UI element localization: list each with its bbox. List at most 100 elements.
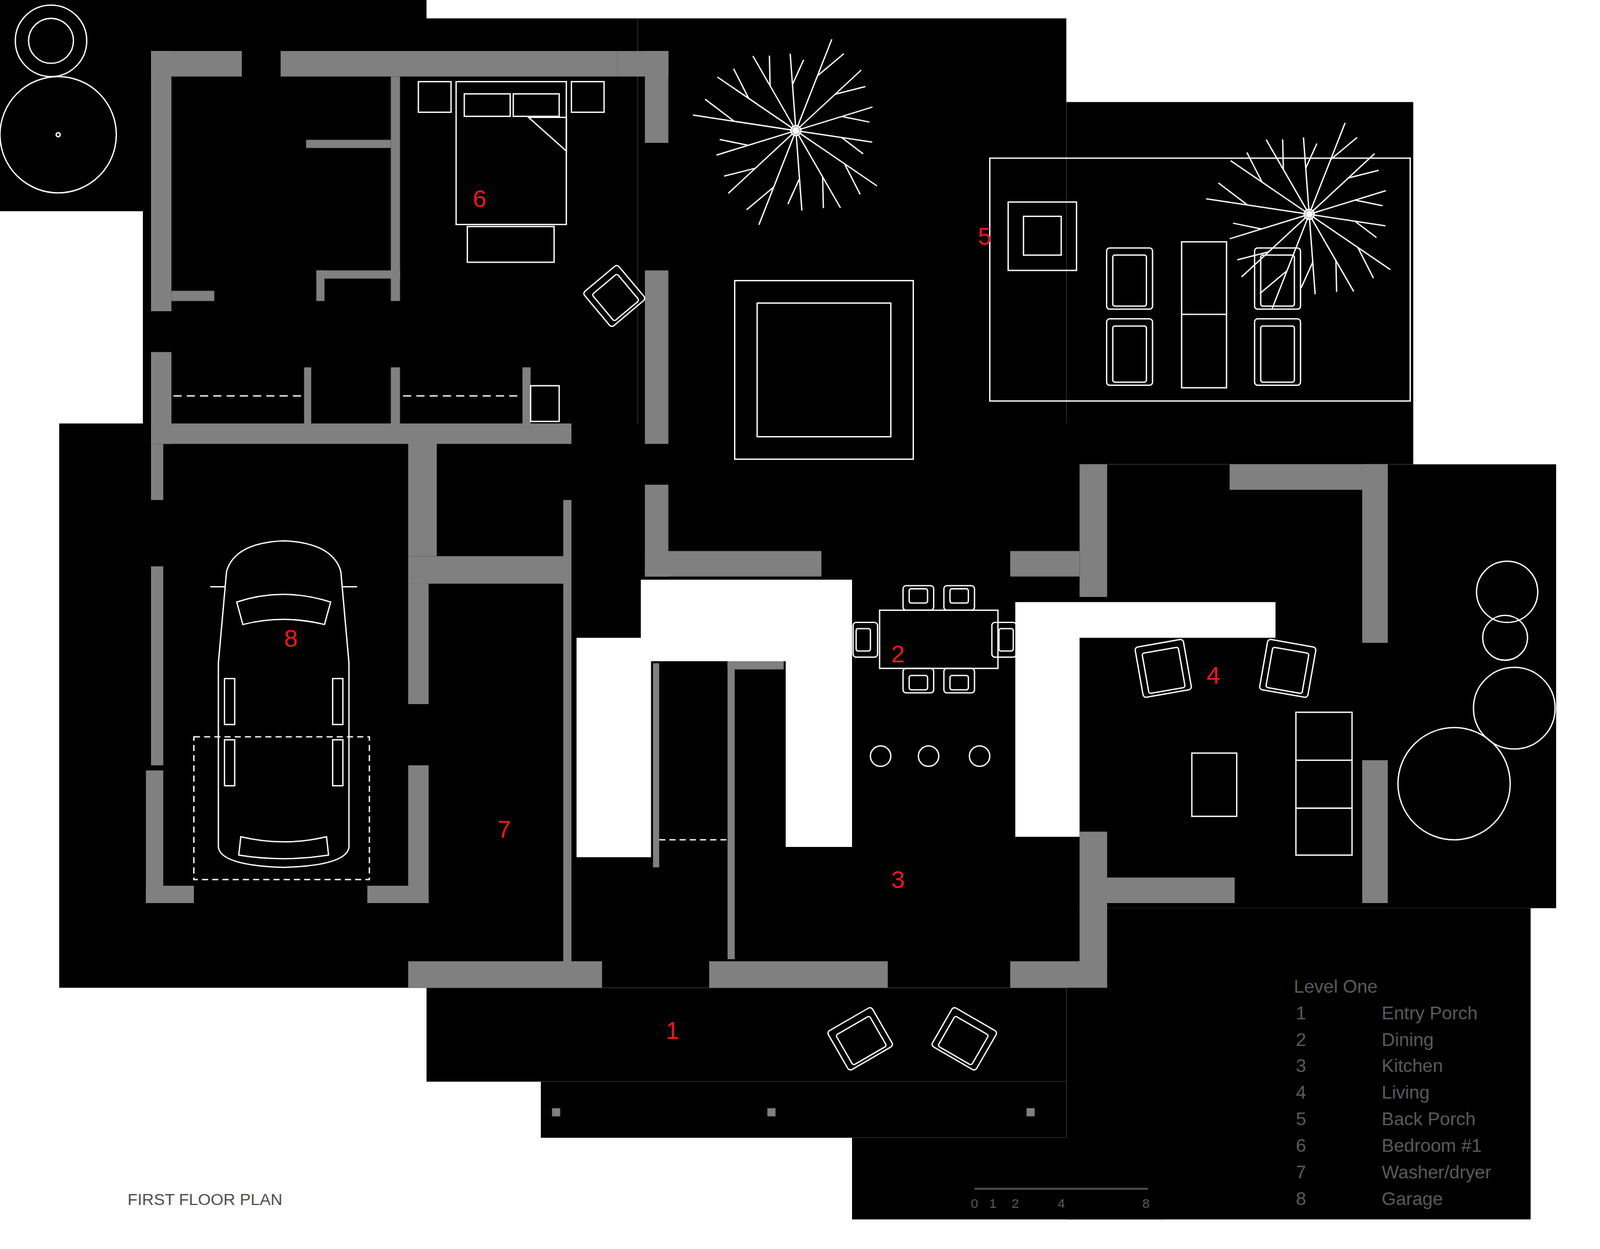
mirror <box>209 585 225 588</box>
callout-number: 7 <box>497 817 512 842</box>
shrub <box>1398 727 1511 840</box>
court-void <box>1015 602 1276 838</box>
chair-symbol <box>944 585 975 610</box>
side-window <box>224 739 235 786</box>
tree-trunk <box>790 125 802 136</box>
porch-posts <box>551 1108 1035 1117</box>
wall <box>408 428 437 556</box>
wall <box>644 551 822 577</box>
tree-branch <box>1309 214 1391 270</box>
sofa <box>1295 712 1352 855</box>
tree-twig <box>1354 220 1377 238</box>
legend-cell: Bedroom #1 <box>1381 1136 1482 1156</box>
wall <box>1009 551 1080 577</box>
tree-twig <box>746 186 774 210</box>
legend-cell: Living <box>1381 1083 1430 1102</box>
chair-frame <box>826 1006 894 1071</box>
wall <box>727 661 735 960</box>
tree-twig <box>787 178 800 205</box>
nightstand <box>571 81 604 113</box>
tree-twig <box>1218 182 1248 205</box>
chair-frame <box>902 585 934 610</box>
tree-twig <box>769 55 770 86</box>
chair-seat <box>1141 647 1186 695</box>
shrub <box>1482 615 1528 661</box>
tree-branch <box>1309 190 1386 215</box>
legend-cell: Dining <box>1381 1030 1434 1050</box>
wall <box>1079 464 1108 597</box>
legend-cell: 3 <box>1295 1057 1307 1076</box>
wall <box>408 961 603 988</box>
tree-twig <box>705 99 735 122</box>
chair-symbol <box>1259 639 1317 699</box>
tree-twig <box>844 163 861 195</box>
wall <box>709 961 888 988</box>
legend-cell: 1 <box>1295 1004 1307 1023</box>
legend-cell: 6 <box>1295 1136 1307 1156</box>
chair-frame <box>853 622 878 658</box>
tree-branch <box>1230 160 1310 215</box>
wall <box>1009 961 1108 988</box>
chair-frame <box>992 622 1017 658</box>
chair-symbol <box>902 585 934 610</box>
coffee-table <box>1191 753 1237 817</box>
fireplace <box>1008 201 1077 271</box>
bed <box>456 81 567 225</box>
tree-twig <box>724 168 756 177</box>
tree-twig <box>841 116 870 123</box>
tree-branch <box>795 39 832 131</box>
car-body <box>218 540 350 868</box>
legend-cell: 2 <box>1295 1030 1307 1050</box>
chair-symbol <box>826 1006 894 1071</box>
tree-twig <box>1330 137 1358 160</box>
cabinet <box>530 385 559 422</box>
tree-branch <box>790 53 796 131</box>
porch-table <box>1181 241 1227 388</box>
rug-inner <box>757 303 891 437</box>
wall <box>150 566 164 766</box>
plan-caption: FIRST FLOOR PLAN <box>127 1191 283 1208</box>
tree-branch <box>1229 214 1310 239</box>
mirror <box>343 585 358 588</box>
bench <box>467 226 555 263</box>
stool <box>870 745 891 766</box>
callout-number: 2 <box>891 642 906 667</box>
wall <box>563 499 572 965</box>
nightstand <box>418 81 451 113</box>
furniture <box>0 5 1555 1071</box>
chair-frame <box>930 1006 998 1071</box>
wall <box>316 270 325 301</box>
chair-symbol <box>902 668 934 693</box>
tree-branch <box>1272 214 1310 309</box>
wall <box>408 765 429 903</box>
scale-line <box>974 1187 1149 1190</box>
tree-branch <box>1206 198 1310 215</box>
wall <box>391 367 401 424</box>
legend-cell: Kitchen <box>1381 1057 1443 1076</box>
tree-twig <box>1357 247 1374 279</box>
tree-twig <box>822 177 824 209</box>
chair-symbol <box>1254 248 1301 310</box>
wall <box>1362 760 1388 903</box>
sofa-cushion <box>1295 807 1352 809</box>
parking-outline <box>193 736 370 880</box>
callout-number: 5 <box>978 224 993 249</box>
ground-block <box>426 987 1067 1082</box>
shrub <box>0 76 117 193</box>
callout-number: 4 <box>1206 663 1221 688</box>
tree-branch <box>1309 214 1315 294</box>
tree-twig <box>1355 200 1384 206</box>
tree-branch <box>753 56 796 131</box>
wall <box>150 443 164 500</box>
wall <box>171 290 215 302</box>
tree-branch <box>1309 214 1386 226</box>
post <box>551 1108 560 1117</box>
scale-number: 0 <box>970 1196 979 1210</box>
rug <box>734 280 914 460</box>
callout-number: 1 <box>665 1018 680 1043</box>
tree-branch <box>728 130 796 194</box>
chair-frame <box>1106 248 1153 310</box>
post <box>767 1108 776 1117</box>
